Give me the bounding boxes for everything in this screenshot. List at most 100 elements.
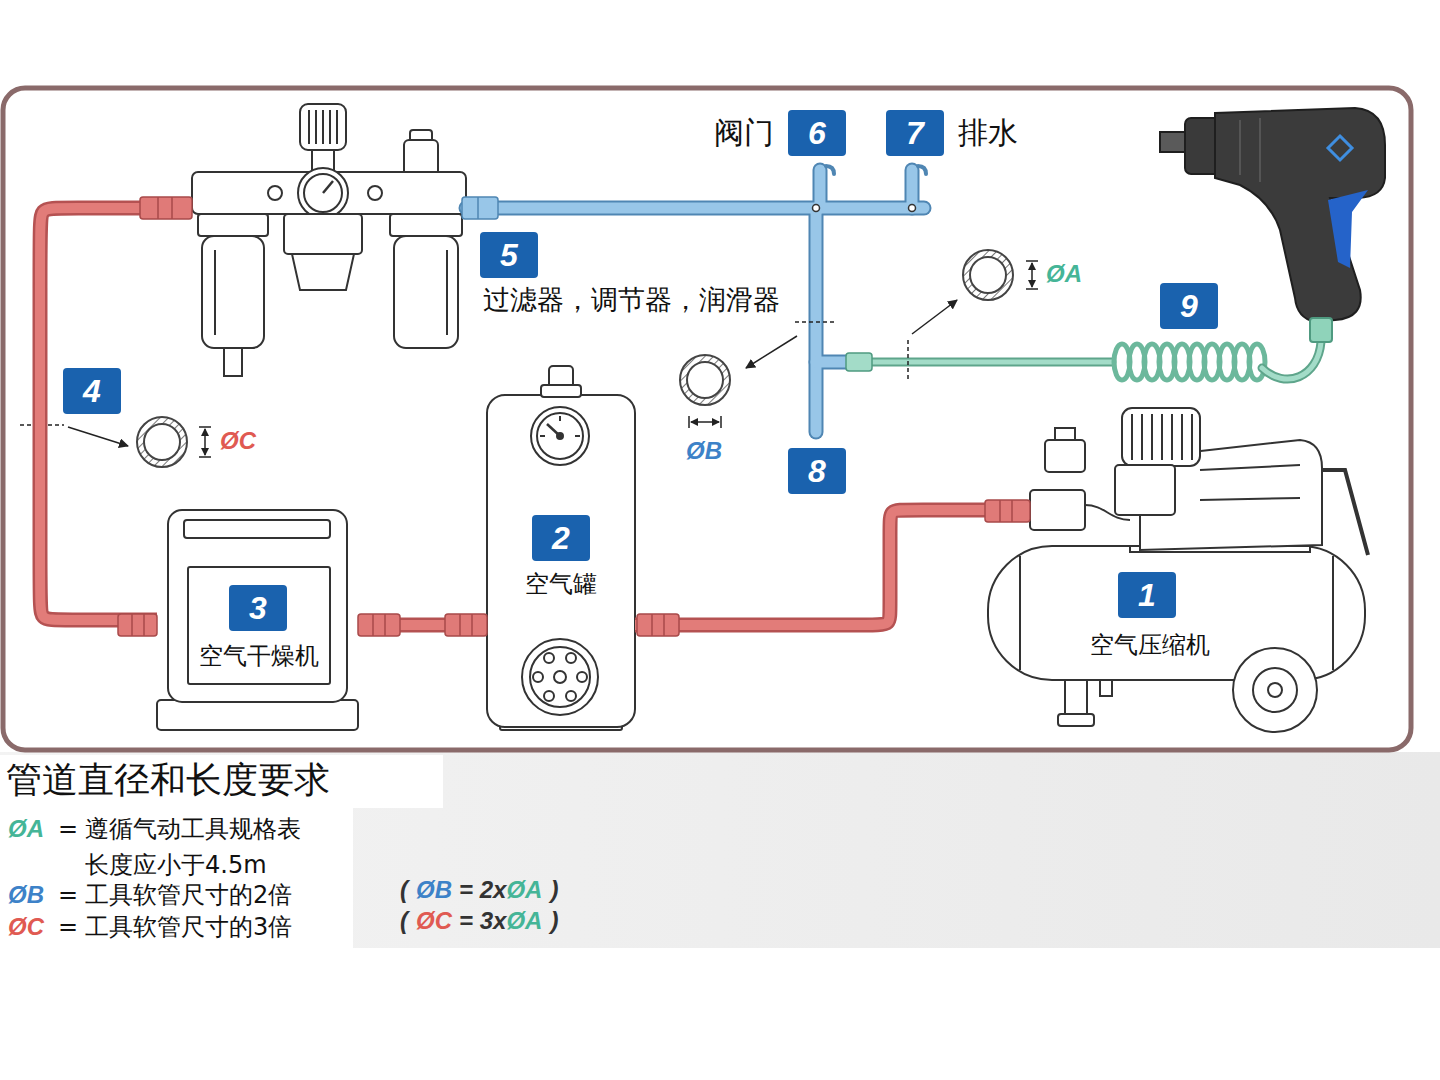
frl-unit-illustration: [214, 250, 216, 335]
air-tank-illustration: [522, 639, 598, 715]
red-fitting: [637, 614, 679, 636]
label-row: ØA=遵循气动工具规格表: [8, 814, 301, 844]
red-fitting: [459, 614, 461, 636]
legend-text: ØA: [506, 876, 542, 904]
pipe-fill: [40, 208, 190, 620]
frl-unit-illustration: [315, 110, 317, 144]
callout-number: 5: [500, 237, 518, 274]
label-row: ØC: [220, 427, 256, 455]
dimension-mark: [1026, 260, 1038, 262]
frl-unit-illustration: [202, 236, 264, 348]
air-tank-illustration: [544, 691, 554, 701]
air-tank-illustration: [530, 647, 590, 707]
air-compressor-illustration: [1181, 414, 1183, 460]
legend-text: ØB: [8, 881, 58, 909]
impact-wrench-illustration: [1259, 118, 1261, 182]
legend-text: 长度应小于4.5m: [85, 850, 267, 880]
legend-text: ØA: [506, 907, 542, 935]
legend-text: ØB: [416, 876, 452, 904]
distribution-pipe: [813, 205, 820, 212]
frl-unit-illustration: [268, 186, 282, 200]
callout-badge: 9: [1160, 283, 1218, 329]
callout-number: 3: [249, 590, 267, 627]
callout-badge: 阀门6: [788, 110, 846, 156]
red-fitting: [384, 614, 386, 636]
legend-text: ): [550, 876, 558, 904]
frl-unit-illustration: [323, 181, 333, 193]
pipe-cross-section: [137, 250, 1013, 467]
text-holder: 8: [788, 448, 846, 494]
air-dryer-illustration: [157, 510, 358, 730]
leader-line: [795, 321, 836, 323]
component-label: 过滤器，调节器，润滑器: [483, 284, 780, 315]
tool-hose: [1262, 342, 1321, 379]
distribution-pipe: [918, 166, 926, 174]
tool-hose: [1249, 344, 1265, 380]
tool-hose: [870, 342, 1321, 380]
pipe-outline: [635, 510, 1030, 625]
label-row: (ØC= 3xØA): [400, 907, 558, 935]
air-tank-illustration: [557, 433, 563, 439]
callout-number: 4: [83, 373, 101, 410]
label-row: ØA: [1046, 260, 1082, 288]
blue-fitting: [462, 197, 498, 219]
air-tank-illustration: [533, 672, 543, 682]
impact-wrench-illustration: [1215, 108, 1385, 322]
air-tank-illustration: [487, 366, 635, 730]
red-fitting: [985, 500, 1030, 522]
legend-text: =: [58, 912, 85, 942]
pipe-cross-section: [970, 257, 1006, 293]
text-holder: 阀门: [714, 110, 774, 156]
tool-hose: [870, 358, 1112, 367]
red-fitting: [140, 197, 192, 219]
callout-number: 1: [1138, 577, 1156, 614]
legend-text: 工具软管尺寸的3倍: [85, 912, 292, 942]
air-compressor-illustration: [988, 408, 1368, 732]
dimension-mark: [688, 416, 690, 428]
distribution-pipe: [466, 170, 924, 432]
frl-unit-illustration: [336, 110, 338, 144]
distribution-pipe: [466, 203, 924, 214]
air-compressor-illustration: [1115, 465, 1175, 515]
frl-unit: 5过滤器，调节器，润滑器: [190, 100, 470, 380]
red-fitting: [143, 614, 145, 636]
frl-unit-illustration: [284, 214, 362, 254]
distribution-pipe: [809, 208, 824, 432]
text-holder: 1: [1118, 572, 1176, 618]
air-compressor-illustration: [1171, 414, 1173, 460]
impact-wrench-illustration: [1160, 132, 1188, 152]
dimension-mark: [199, 261, 1038, 457]
air-compressor-illustration: [1151, 414, 1153, 460]
frl-unit-illustration: [308, 110, 310, 144]
title-holder: 管道直径和长度要求: [6, 756, 330, 805]
pipe-cross-section: [137, 417, 187, 467]
legend-text: ØC: [416, 907, 452, 935]
frl-unit-illustration: [390, 214, 462, 236]
dimension-mark: [204, 429, 206, 455]
frl-unit-illustration: [329, 110, 331, 144]
distribution-pipe: [905, 170, 920, 208]
background: [0, 755, 443, 808]
leader-line: [20, 300, 957, 446]
air-dryer-illustration: [168, 510, 347, 702]
text-holder: 空气干燥机: [188, 640, 330, 672]
text-holder: 7: [886, 110, 944, 156]
air-compressor-illustration: [1200, 498, 1300, 500]
red-fitting: [445, 614, 487, 636]
legend-text: ØA: [8, 815, 58, 843]
air-tank-illustration: [541, 385, 581, 397]
pipe-connector: [40, 208, 190, 620]
frl-unit-illustration: [300, 104, 346, 150]
text-holder: 过滤器，调节器，润滑器: [483, 282, 780, 318]
diagram-title: 管道直径和长度要求: [6, 759, 330, 800]
pipe-cross-section: [963, 250, 1013, 300]
text-holder: 2: [532, 515, 590, 561]
air-compressor-illustration: [1065, 676, 1087, 718]
blue-fitting: [477, 197, 479, 219]
air-compressor-illustration: [1030, 490, 1085, 530]
pipe-fill: [635, 510, 1030, 625]
label-row: (ØB= 2xØA): [400, 876, 558, 904]
component-label: 空气罐: [525, 570, 597, 598]
red-fitting: [171, 197, 173, 219]
